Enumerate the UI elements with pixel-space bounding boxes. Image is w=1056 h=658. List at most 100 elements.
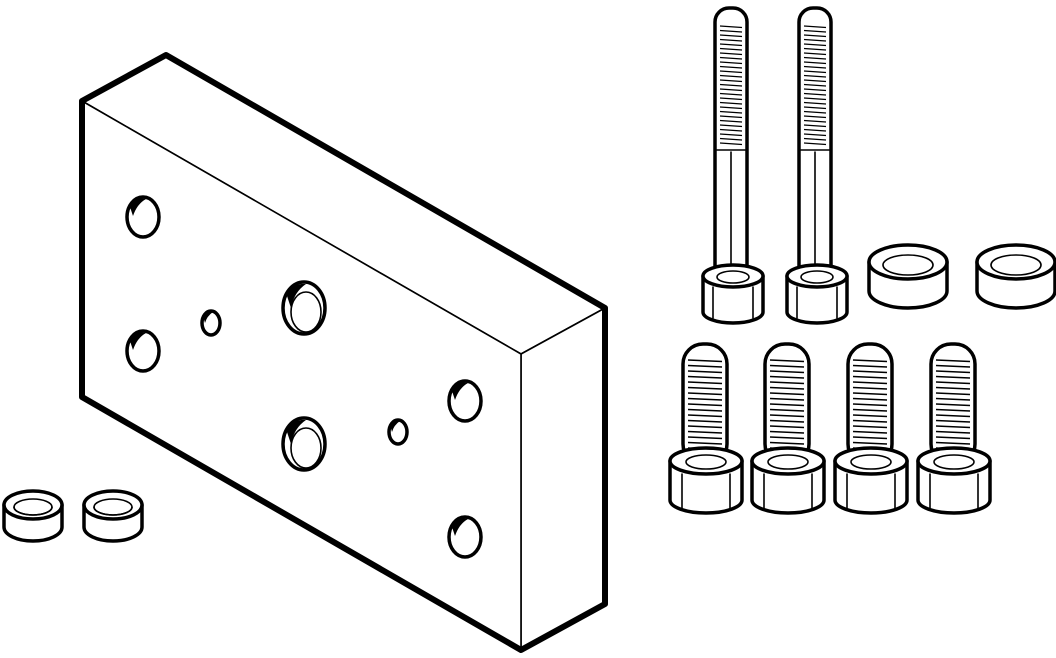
thread-line xyxy=(803,97,827,101)
thread-line xyxy=(935,370,971,374)
thread-line xyxy=(719,79,743,83)
thread-line xyxy=(769,436,805,440)
thread-line xyxy=(687,364,723,368)
thread-line xyxy=(769,419,805,423)
thread-line xyxy=(719,70,743,74)
long-screw xyxy=(785,6,849,325)
thread-line xyxy=(769,447,805,451)
centering-sleeve xyxy=(2,489,64,543)
thread-line xyxy=(769,364,805,368)
thread-line xyxy=(719,47,743,51)
plate-holes xyxy=(125,195,483,559)
thread-line xyxy=(852,441,888,445)
thread-line xyxy=(719,133,743,137)
thread-line xyxy=(769,359,805,363)
thread-line xyxy=(719,142,743,146)
thread-line xyxy=(803,142,827,146)
thread-line xyxy=(719,38,743,42)
thread-line xyxy=(769,403,805,407)
thread-line xyxy=(803,115,827,119)
thread-line xyxy=(687,392,723,396)
thread-line xyxy=(935,403,971,407)
thread-line xyxy=(769,386,805,390)
thread-line xyxy=(852,408,888,412)
thread-line xyxy=(687,375,723,379)
thread-line xyxy=(769,441,805,445)
thread-line xyxy=(687,425,723,429)
thread-line xyxy=(719,34,743,38)
thread-line xyxy=(687,408,723,412)
thread-line xyxy=(769,425,805,429)
centering-sleeve xyxy=(867,243,949,310)
thread-line xyxy=(687,397,723,401)
thread-line xyxy=(803,92,827,96)
thread-line xyxy=(852,381,888,385)
plate-silhouette xyxy=(79,52,608,653)
thread-line xyxy=(719,110,743,114)
thread-line xyxy=(852,375,888,379)
mounting-hole xyxy=(125,329,161,373)
thread-line xyxy=(687,419,723,423)
thread-line xyxy=(687,381,723,385)
thread-line xyxy=(687,447,723,451)
thread-line xyxy=(852,386,888,390)
mounting-hole xyxy=(447,515,483,559)
thread-line xyxy=(935,430,971,434)
thread-line xyxy=(803,56,827,60)
short-screw xyxy=(750,342,826,515)
thread-line xyxy=(687,441,723,445)
thread-line xyxy=(687,370,723,374)
thread-line xyxy=(803,128,827,132)
thread-line xyxy=(769,370,805,374)
long-screw xyxy=(701,6,765,325)
thread-line xyxy=(687,403,723,407)
thread-line xyxy=(803,137,827,141)
thread-line xyxy=(803,119,827,123)
thread-line xyxy=(803,34,827,38)
thread-line xyxy=(803,110,827,114)
thread-line xyxy=(803,106,827,110)
thread-line xyxy=(719,25,743,29)
thread-line xyxy=(687,386,723,390)
thread-line xyxy=(935,359,971,363)
thread-line xyxy=(852,403,888,407)
plate-side-face xyxy=(520,307,606,651)
thread-line xyxy=(803,70,827,74)
thread-line xyxy=(719,128,743,132)
thread-line xyxy=(769,397,805,401)
centering-sleeve xyxy=(975,243,1056,310)
mounting-hole xyxy=(447,379,483,423)
thread-line xyxy=(719,88,743,92)
thread-line xyxy=(719,97,743,101)
thread-line xyxy=(769,414,805,418)
thread-line xyxy=(935,397,971,401)
thread-line xyxy=(803,101,827,105)
thread-line xyxy=(803,65,827,69)
thread-line xyxy=(935,408,971,412)
thread-line xyxy=(803,61,827,65)
thread-line xyxy=(803,79,827,83)
short-screw xyxy=(833,342,909,515)
thread-line xyxy=(852,447,888,451)
thread-line xyxy=(719,65,743,69)
thread-line xyxy=(935,447,971,451)
thread-line xyxy=(719,119,743,123)
thread-line xyxy=(935,364,971,368)
thread-line xyxy=(803,29,827,33)
thread-line xyxy=(935,425,971,429)
thread-line xyxy=(852,397,888,401)
thread-line xyxy=(719,137,743,141)
thread-line xyxy=(769,408,805,412)
thread-line xyxy=(719,56,743,60)
pin-hole xyxy=(200,309,222,337)
short-screw xyxy=(916,342,992,515)
thread-line xyxy=(687,430,723,434)
thread-line xyxy=(719,52,743,56)
short-screw xyxy=(668,342,744,515)
thread-line xyxy=(719,124,743,128)
thread-line xyxy=(719,83,743,87)
thread-line xyxy=(803,124,827,128)
thread-line xyxy=(852,359,888,363)
thread-line xyxy=(852,430,888,434)
